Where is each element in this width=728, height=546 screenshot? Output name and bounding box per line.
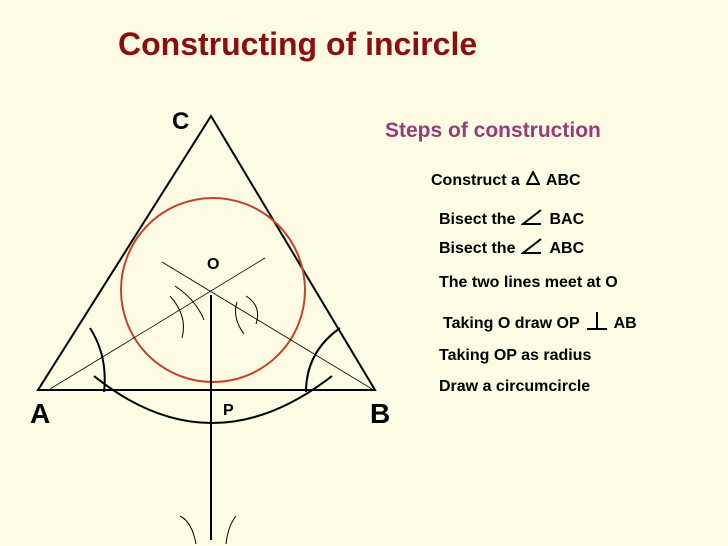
construction-arc-6 <box>225 515 237 545</box>
construction-arc-1 <box>169 295 184 339</box>
vertex-label-a: A <box>30 398 51 429</box>
step-text: Draw a circumcircle <box>439 378 591 395</box>
arc-at-b <box>305 327 341 393</box>
step-text: BAC <box>549 210 585 228</box>
bisector-from-a <box>49 257 266 390</box>
arc-below-ab <box>93 375 333 424</box>
construction-arc-3 <box>235 301 245 335</box>
angle-symbol-icon <box>520 208 543 231</box>
step-text: Taking OP as radius <box>439 347 592 364</box>
vertex-label-b: B <box>370 398 391 429</box>
step-op-radius: Taking OP as radius <box>439 347 591 365</box>
step-text: Taking O draw OP <box>443 314 580 332</box>
vertex-label-c: C <box>172 108 190 135</box>
point-label-p: P <box>223 402 234 419</box>
triangle-abc <box>36 114 377 391</box>
construction-arc-4 <box>245 295 259 325</box>
step-text: Bisect the <box>439 239 516 257</box>
perpendicular-symbol-icon <box>586 311 608 336</box>
point-label-o: O <box>207 256 220 273</box>
steps-heading: Steps of construction <box>385 119 601 142</box>
step-text: AB <box>613 314 637 332</box>
triangle-symbol-icon <box>525 169 541 190</box>
bisector-from-b <box>161 261 373 390</box>
angle-symbol-icon <box>520 237 543 260</box>
step-bisect-abc: Bisect the ABC <box>439 237 584 260</box>
step-text: ABC <box>545 171 581 189</box>
step-text: Construct a <box>431 171 520 189</box>
step-construct-triangle: Construct a ABC <box>431 169 581 190</box>
step-lines-meet: The two lines meet at O <box>439 274 618 292</box>
page-title: Constructing of incircle <box>118 26 478 62</box>
step-text: ABC <box>549 239 585 257</box>
step-text: Bisect the <box>439 210 516 228</box>
construction-arc-2 <box>174 285 205 321</box>
construction-arc-5 <box>179 515 197 545</box>
incircle <box>120 197 306 383</box>
arc-at-a <box>89 327 106 393</box>
step-bisect-bac: Bisect the BAC <box>439 208 584 231</box>
step-text: The two lines meet at O <box>439 274 618 291</box>
step-draw-op: Taking O draw OP AB <box>443 311 637 336</box>
step-draw-circle: Draw a circumcircle <box>439 378 590 396</box>
